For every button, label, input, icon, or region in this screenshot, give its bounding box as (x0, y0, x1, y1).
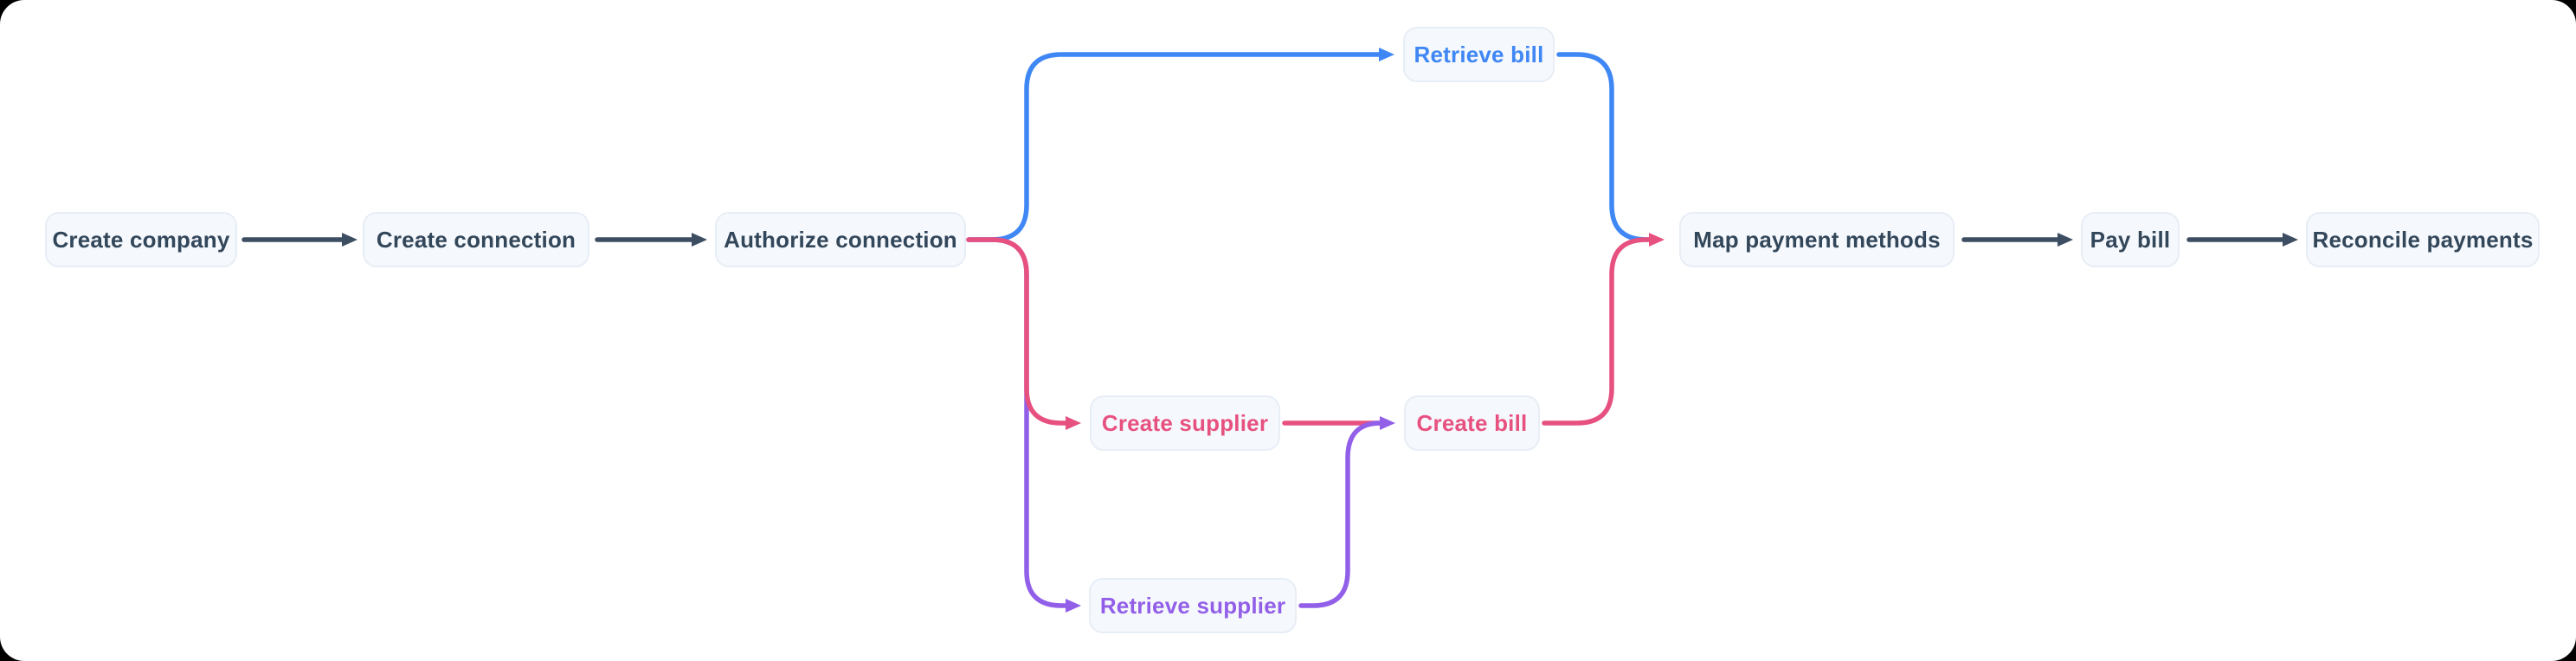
node-create-connection[interactable]: Create connection (363, 212, 589, 267)
edge-create-bill-to-map-payment-methods (1542, 233, 1665, 426)
edge-authorize-connection-to-retrieve-bill (966, 48, 1394, 242)
node-retrieve-bill[interactable]: Retrieve bill (1403, 27, 1555, 82)
edge-retrieve-bill-to-map-payment-methods (1556, 52, 1654, 242)
node-pay-bill[interactable]: Pay bill (2081, 212, 2180, 267)
edge-authorize-connection-to-create-supplier (966, 237, 1081, 430)
node-create-company[interactable]: Create company (45, 212, 237, 267)
node-create-supplier[interactable]: Create supplier (1090, 395, 1280, 451)
node-map-payment-methods[interactable]: Map payment methods (1679, 212, 1955, 267)
node-retrieve-supplier[interactable]: Retrieve supplier (1089, 578, 1297, 633)
edge-retrieve-supplier-to-create-bill (1298, 416, 1395, 608)
node-create-bill[interactable]: Create bill (1404, 395, 1540, 451)
node-authorize-connection[interactable]: Authorize connection (715, 212, 966, 267)
node-reconcile-payments[interactable]: Reconcile payments (2306, 212, 2540, 267)
